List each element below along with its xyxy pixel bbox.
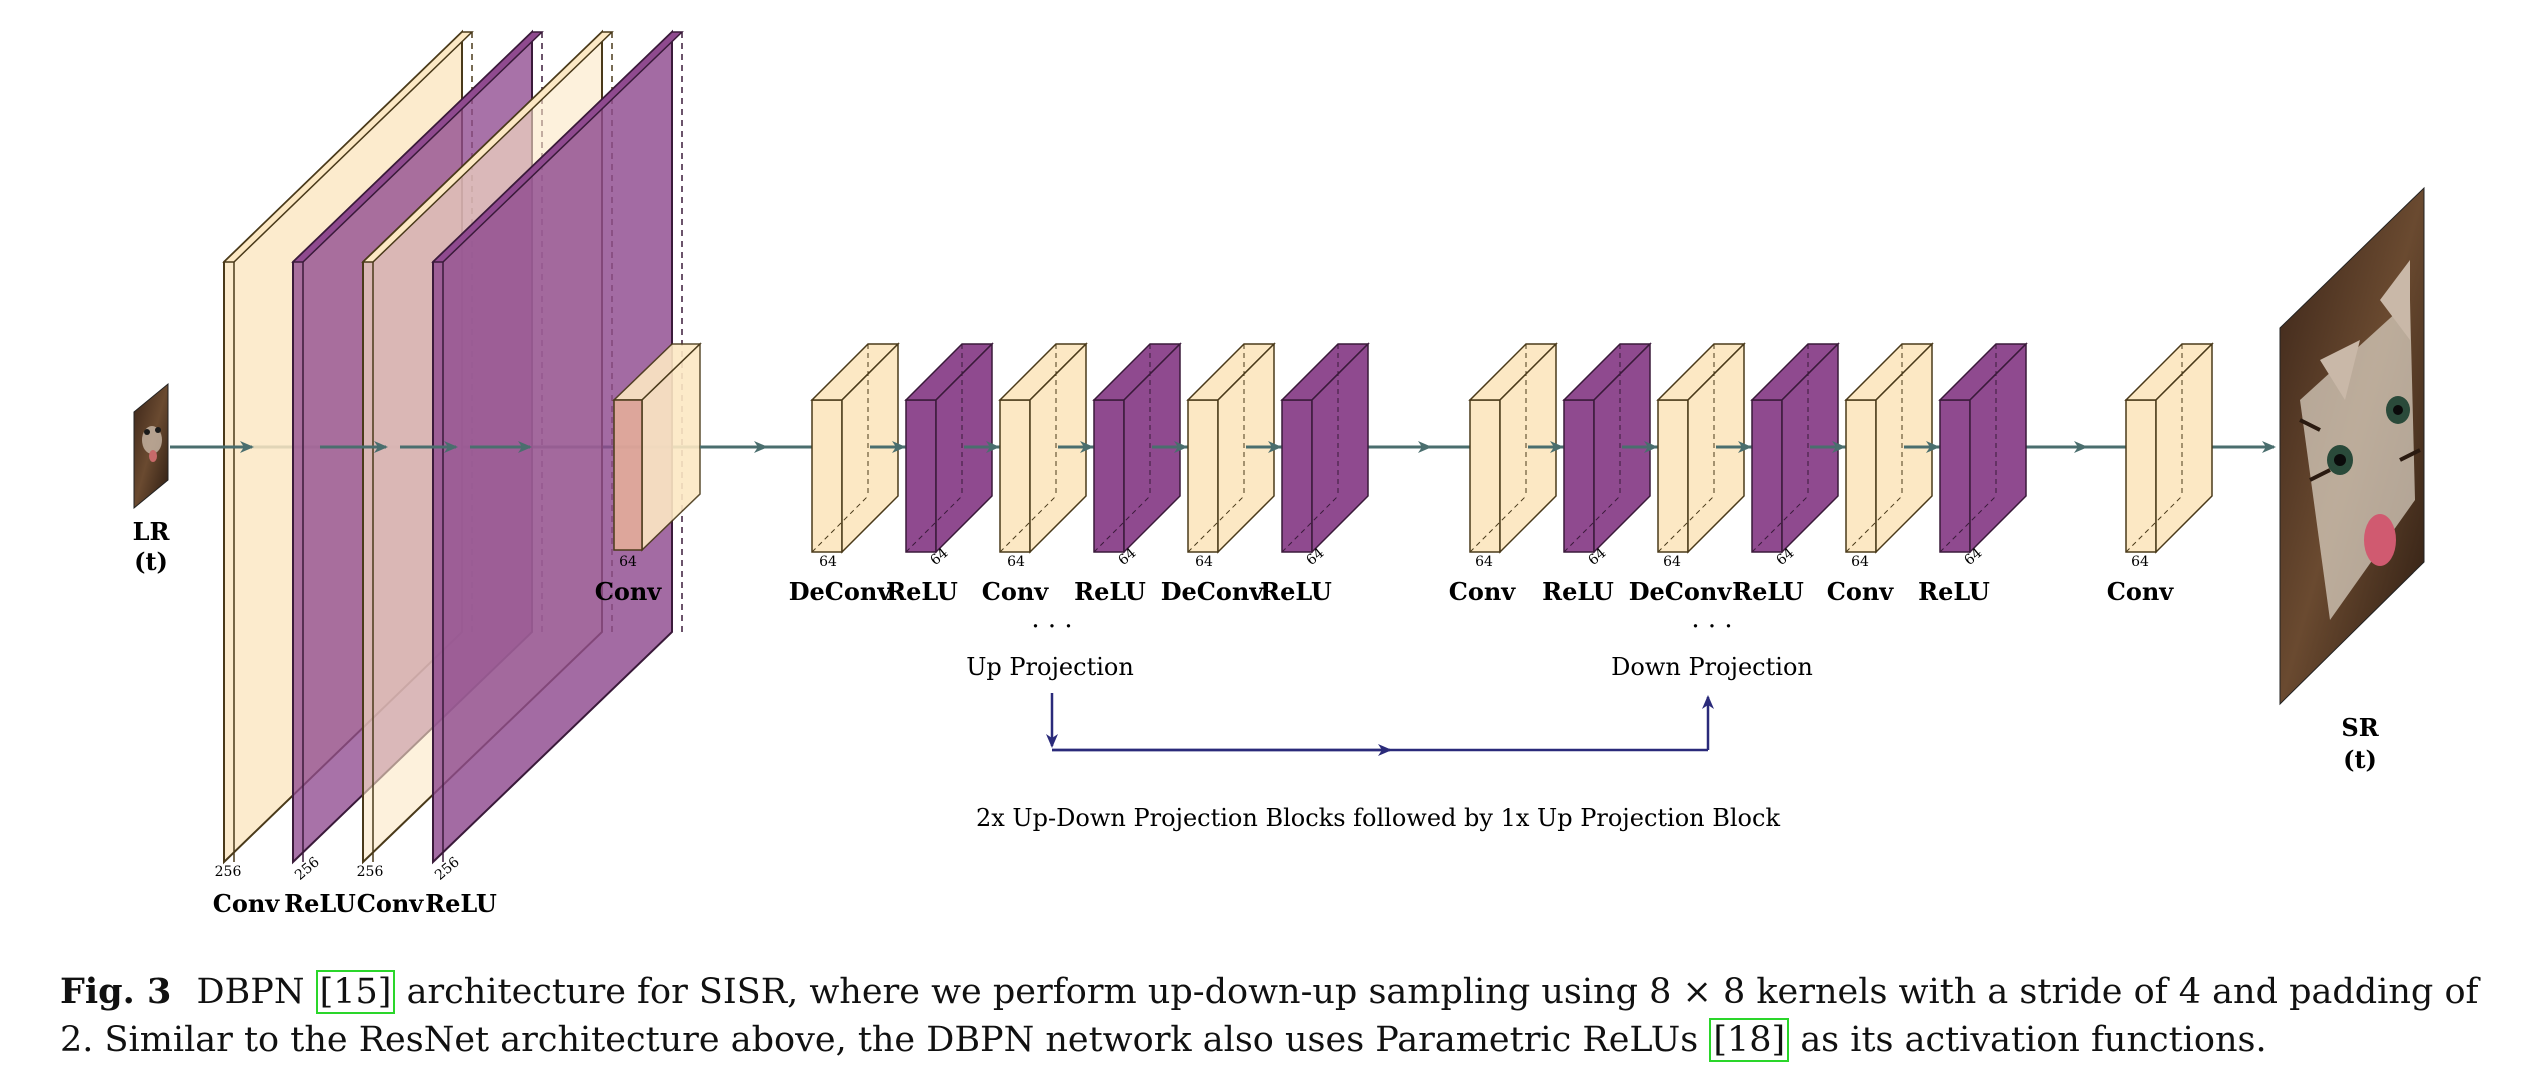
repeat-note: 2x Up-Down Projection Blocks followed by… — [976, 804, 1780, 832]
final-conv-box — [2124, 342, 2214, 554]
caption-text-2: architecture for SISR, where we perform … — [60, 972, 2479, 1060]
repeat-bracket — [1046, 693, 1714, 756]
up-block-layer-6 — [1280, 342, 1370, 554]
down-block-channels-5: 64 — [1851, 554, 1869, 570]
up-block-label-5: DeConv — [1161, 577, 1265, 606]
up-block-ellipsis: · · · — [1031, 612, 1072, 642]
big-layer-relu-2 — [431, 29, 684, 865]
down-block-layer-5 — [1844, 342, 1934, 554]
input-sublabel: (t) — [134, 547, 168, 576]
up-block-label-3: Conv — [982, 577, 1050, 606]
big-layer-label-4: ReLU — [425, 889, 497, 918]
down-block-layer-6 — [1938, 342, 2028, 554]
down-block-label-6: ReLU — [1918, 577, 1990, 606]
up-projection-title: Up Projection — [966, 653, 1134, 681]
up-block-label-6: ReLU — [1260, 577, 1332, 606]
final-conv-channels: 64 — [2131, 554, 2149, 570]
output-label: SR — [2341, 713, 2379, 742]
big-layer-label-3: Conv — [357, 889, 425, 918]
citation-link-15[interactable]: [15] — [315, 970, 396, 1014]
up-block-channels-1: 64 — [819, 554, 837, 570]
up-block-label-2: ReLU — [886, 577, 958, 606]
down-block-channels-3: 64 — [1663, 554, 1681, 570]
down-block-label-2: ReLU — [1542, 577, 1614, 606]
citation-link-18[interactable]: [18] — [1709, 1018, 1790, 1062]
down-block-label-4: ReLU — [1732, 577, 1804, 606]
big-layer-channels-3: 256 — [357, 864, 384, 880]
bridge-conv-box — [612, 342, 702, 552]
big-layer-label-2: ReLU — [284, 889, 356, 918]
big-layer-label-1: Conv — [213, 889, 281, 918]
dbpn-architecture-diagram: LR (t) 256 256 256 256 Conv ReLU Conv Re… — [133, 29, 2425, 918]
output-sr-image — [2279, 186, 2425, 706]
figure-number: Fig. 3 — [60, 971, 172, 1012]
down-block-layer-2 — [1562, 342, 1652, 554]
up-block-channels-3: 64 — [1007, 554, 1025, 570]
input-lr-image — [133, 382, 169, 510]
big-layer-channels-1: 256 — [215, 864, 242, 880]
down-block-label-3: DeConv — [1629, 577, 1733, 606]
bridge-conv-label: Conv — [595, 577, 663, 606]
caption-text-1: DBPN — [196, 972, 316, 1012]
figure-caption: Fig. 3 DBPN [15] architecture for SISR, … — [60, 968, 2520, 1064]
down-block-ellipsis: · · · — [1691, 612, 1732, 642]
up-block-channels-5: 64 — [1195, 554, 1213, 570]
bridge-conv-channels: 64 — [619, 554, 637, 570]
up-block-label-4: ReLU — [1074, 577, 1146, 606]
down-block-label-1: Conv — [1449, 577, 1517, 606]
input-label: LR — [133, 517, 171, 546]
down-block-channels-1: 64 — [1475, 554, 1493, 570]
down-block-label-5: Conv — [1827, 577, 1895, 606]
caption-text-3: as its activation functions. — [1789, 1020, 2267, 1060]
up-block-label-1: DeConv — [789, 577, 893, 606]
output-sublabel: (t) — [2343, 745, 2377, 774]
down-projection-title: Down Projection — [1611, 653, 1813, 681]
final-conv-label: Conv — [2107, 577, 2175, 606]
